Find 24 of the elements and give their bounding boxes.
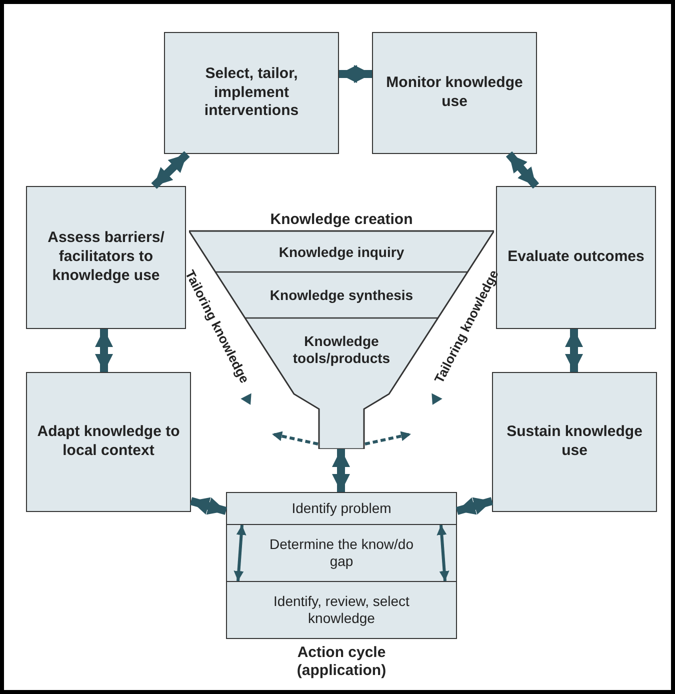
funnel-stage: Knowledge inquiry — [217, 233, 466, 272]
funnel-stage: Knowledge tools/products — [286, 319, 397, 381]
process-box: Evaluate outcomes — [496, 186, 656, 329]
double-arrow — [151, 151, 190, 189]
double-arrow — [565, 329, 583, 372]
process-step: Determine the know/do gap — [256, 525, 427, 581]
process-box: Select, tailor, implement interventions — [164, 32, 339, 154]
double-arrow — [95, 329, 113, 372]
process-box: Sustain knowledge use — [492, 372, 657, 512]
funnel-stage: Knowledge synthesis — [246, 273, 437, 318]
double-arrow — [190, 497, 228, 515]
process-box: Assess barriers/ facilitators to knowledge use — [26, 186, 186, 329]
double-arrow — [234, 524, 246, 582]
process-box: Monitor knowledge use — [372, 32, 537, 154]
heading: Action cycle (application) — [296, 644, 388, 680]
double-arrow — [436, 524, 450, 582]
double-arrow — [332, 449, 350, 492]
heading: Knowledge creation — [269, 211, 414, 229]
process-box: Adapt knowledge to local context — [26, 372, 191, 512]
dashed-arrow — [272, 431, 318, 446]
double-arrow — [456, 497, 494, 515]
double-arrow — [339, 65, 372, 83]
dashed-arrow — [364, 431, 412, 446]
double-arrow — [506, 151, 540, 189]
